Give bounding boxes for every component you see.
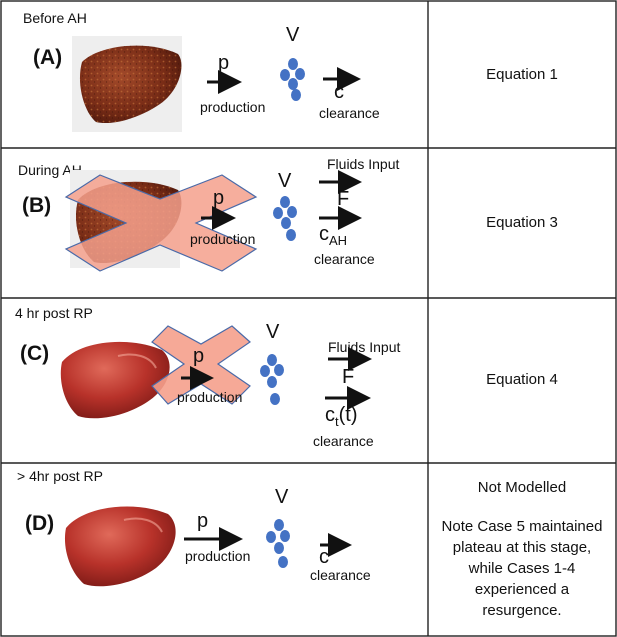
clearance-label: clearance: [319, 105, 380, 121]
stage-label: 4 hr post RP: [15, 305, 93, 321]
molecule-cluster: [260, 354, 284, 405]
blocked-cross-icon: [64, 174, 258, 272]
volume-symbol: V: [275, 486, 289, 508]
equation-label: Equation 1: [486, 66, 558, 83]
note-text: Note Case 5 maintained plateau at this s…: [442, 518, 603, 619]
equation-label: Not Modelled: [478, 479, 566, 496]
molecule-cluster: [280, 58, 305, 101]
stage-label: > 4hr post RP: [17, 468, 103, 484]
healthy-liver-image: [64, 506, 176, 587]
diseased-liver-image: [72, 36, 182, 132]
healthy-liver-image: [60, 341, 170, 419]
volume-symbol: V: [278, 170, 292, 192]
clearance-symbol: cAH: [319, 223, 347, 248]
production-rate-symbol: p: [218, 52, 229, 74]
clearance-time-argument: (t): [339, 404, 358, 426]
fluids-input-label: Fluids Input: [327, 156, 399, 172]
row-label: (B): [22, 194, 51, 217]
production-label: production: [185, 548, 250, 564]
row-c: 4 hr post RP (C) p production V Fluids I…: [15, 305, 558, 449]
clearance-symbol: ct(t): [325, 404, 358, 429]
row-label: (A): [33, 46, 62, 69]
note-line: experienced a: [475, 581, 570, 598]
row-d: > 4hr post RP (D) p production V c clear…: [17, 468, 602, 619]
note-line: Note Case 5 maintained: [442, 518, 603, 535]
row-a: Before AH (A) p production V c clearance…: [23, 10, 558, 132]
production-rate-symbol: p: [197, 510, 208, 532]
volume-symbol: V: [266, 321, 280, 343]
fluids-rate-symbol: F: [337, 188, 349, 210]
clearance-symbol: c: [334, 81, 344, 103]
production-label: production: [200, 99, 265, 115]
production-rate-symbol: p: [213, 187, 224, 209]
clearance-label: clearance: [310, 567, 371, 583]
row-label: (D): [25, 512, 54, 535]
note-line: plateau at this stage,: [453, 539, 591, 556]
production-label: production: [177, 389, 242, 405]
production-label: production: [190, 231, 255, 247]
note-line: while Cases 1-4: [468, 560, 576, 577]
volume-symbol: V: [286, 24, 300, 46]
note-line: resurgence.: [482, 602, 561, 619]
stage-label: During AH: [18, 162, 82, 178]
equation-label: Equation 3: [486, 214, 558, 231]
equation-label: Equation 4: [486, 371, 558, 388]
clearance-label: clearance: [314, 251, 375, 267]
fluids-input-label: Fluids Input: [328, 339, 400, 355]
clearance-symbol: c: [319, 546, 329, 568]
production-rate-symbol: p: [193, 345, 204, 367]
row-label: (C): [20, 342, 49, 365]
clearance-label: clearance: [313, 433, 374, 449]
blocked-cross-icon: [151, 325, 251, 405]
molecule-cluster: [266, 519, 290, 568]
fluids-rate-symbol: F: [342, 366, 354, 388]
clearance-subscript: AH: [329, 233, 347, 248]
row-b: During AH (B) p production V Fluids Inpu…: [18, 156, 558, 272]
clearance-subscript: t: [335, 414, 339, 429]
molecule-cluster: [273, 196, 297, 241]
stage-label: Before AH: [23, 10, 87, 26]
